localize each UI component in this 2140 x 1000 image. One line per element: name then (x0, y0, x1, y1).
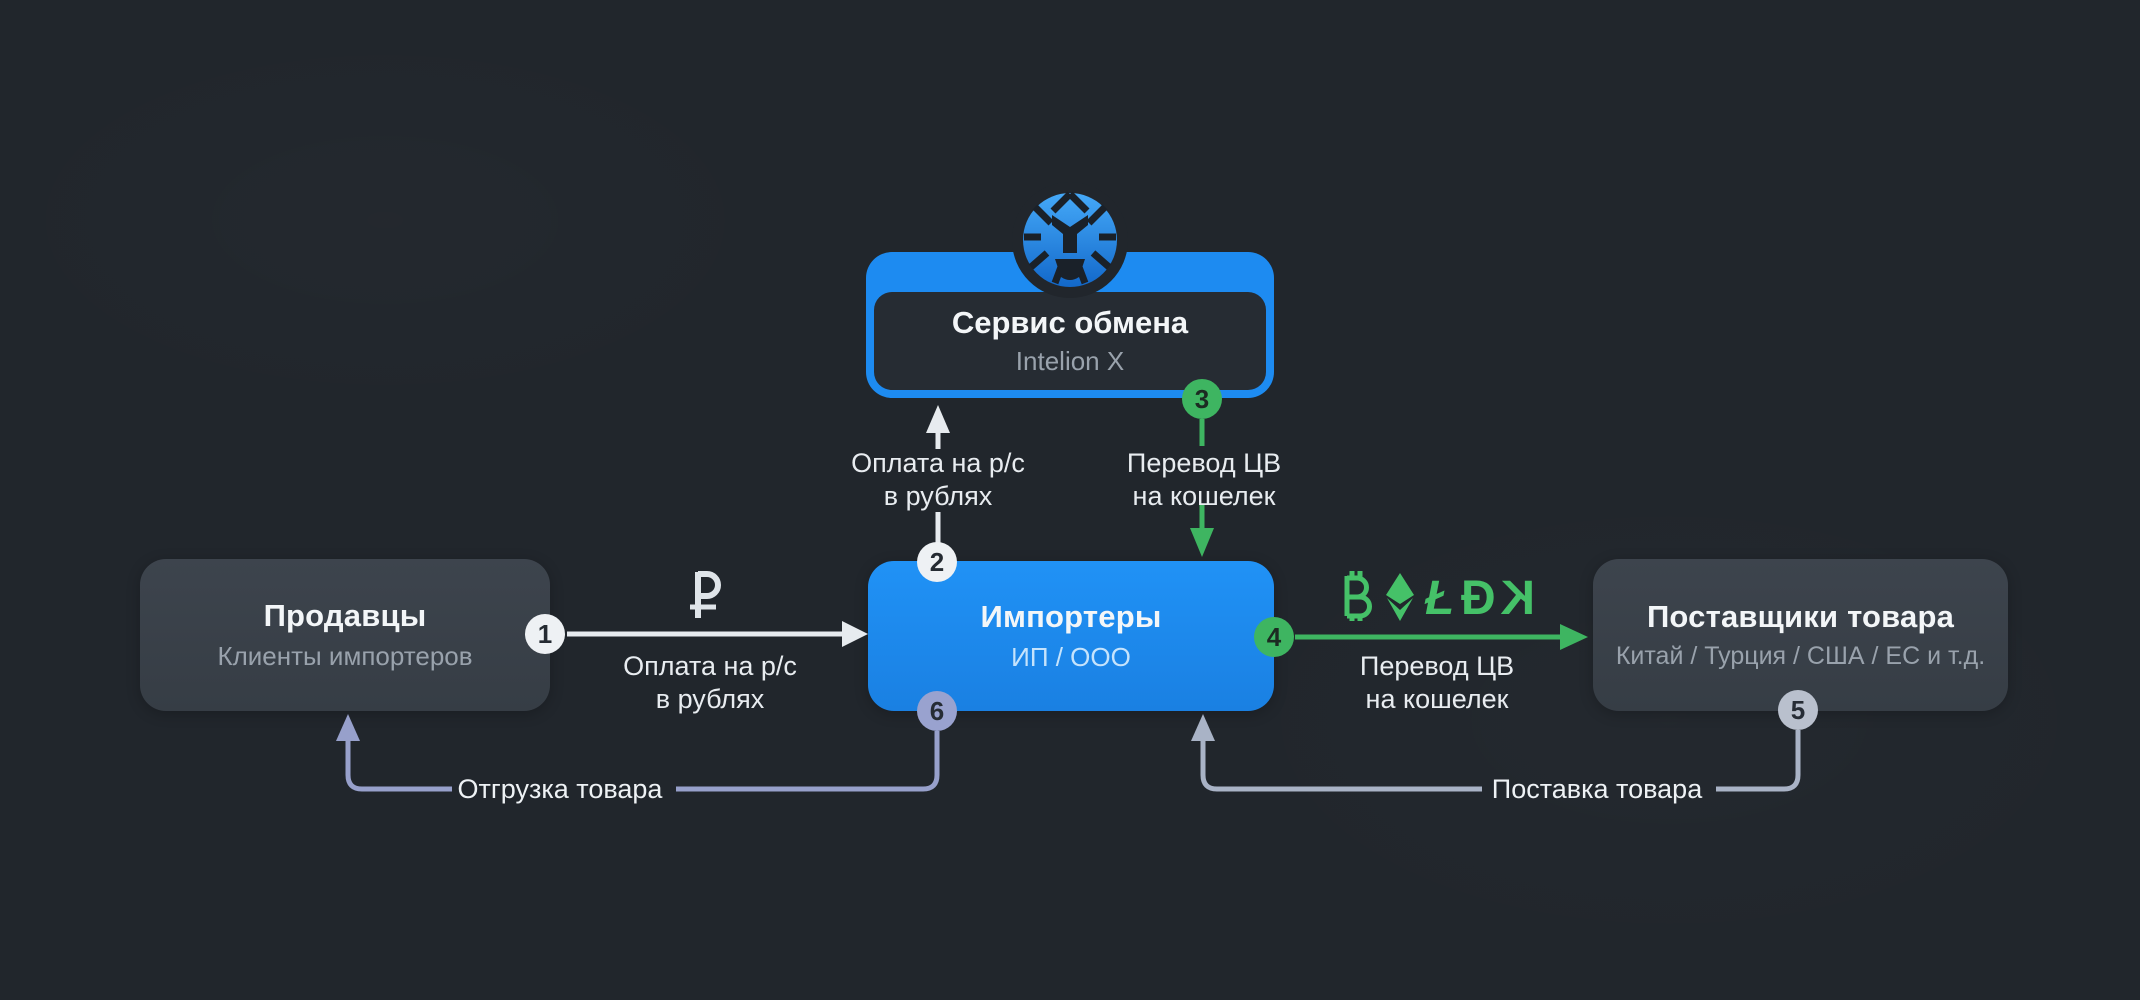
node-sellers: Продавцы Клиенты импортеров (140, 559, 550, 711)
edge3-label: Перевод ЦВ на кошелек (1127, 447, 1281, 513)
crypto-symbols-row: Ł Đ K (1344, 571, 1535, 622)
step-badge-3: 3 (1182, 379, 1222, 419)
node-importers: Импортеры ИП / ООО (868, 561, 1274, 711)
litecoin-icon: Ł (1424, 572, 1454, 622)
lion-mane-lines (1024, 191, 1116, 285)
edge4-label-line2: на кошелек (1365, 684, 1509, 714)
lion-face (1052, 215, 1088, 280)
node-suppliers: Поставщики товара Китай / Турция / США /… (1593, 559, 2008, 711)
edge1-label: Оплата на р/с в рублях (623, 650, 797, 716)
step-badge-6: 6 (917, 691, 957, 731)
arrowhead-up-steel (1191, 714, 1215, 741)
bitcoin-icon (1344, 571, 1372, 621)
sellers-title: Продавцы (263, 598, 427, 633)
importers-subtitle: ИП / ООО (1011, 642, 1131, 672)
arrowhead-down-green (1190, 528, 1214, 557)
exchange-subtitle: Intelion X (1015, 346, 1125, 376)
edge6-label: Отгрузка товара (457, 774, 663, 804)
edge3-label-line1: Перевод ЦВ (1126, 448, 1282, 478)
step-badge-4: 4 (1254, 617, 1294, 657)
edge2-label: Оплата на р/с в рублях (851, 447, 1025, 513)
suppliers-title: Поставщики товара (1646, 599, 1955, 634)
arrowhead-up-white (926, 405, 950, 433)
arrowhead-right-white (842, 621, 868, 647)
suppliers-subtitle: Китай / Турция / США / ЕС и т.д. (1615, 642, 1986, 670)
sellers-subtitle: Клиенты импортеров (217, 641, 473, 671)
edge2-label-line2: в рублях (883, 481, 993, 511)
edge2-label-line1: Оплата на р/с (851, 448, 1025, 478)
step-badge-1: 1 (525, 614, 565, 654)
importers-title: Импортеры (980, 599, 1162, 634)
lion-logo-icon (1012, 182, 1128, 298)
step-badge-2: 2 (917, 542, 957, 582)
edge5-label: Поставка товара (1491, 774, 1703, 804)
edge1-label-line2: в рублях (655, 684, 765, 714)
edge4-label: Перевод ЦВ на кошелек (1360, 650, 1514, 716)
return-path-shipment (345, 731, 940, 792)
step-badge-5: 5 (1778, 690, 1818, 730)
ethereum-icon (1386, 573, 1414, 621)
edge1-label-line1: Оплата на р/с (623, 651, 797, 681)
arrowhead-right-green (1560, 624, 1588, 650)
exchange-title: Сервис обмена (951, 305, 1189, 340)
edge3-label-line2: на кошелек (1132, 481, 1276, 511)
edge4-label-line1: Перевод ЦВ (1359, 651, 1515, 681)
dogecoin-icon: Đ (1461, 572, 1496, 622)
kaspa-icon: K (1500, 572, 1535, 622)
node-exchange-panel: Сервис обмена Intelion X (874, 292, 1266, 390)
ruble-icon (690, 571, 721, 618)
return-path-delivery (1200, 730, 1801, 792)
arrowhead-up-periwinkle (336, 714, 360, 741)
